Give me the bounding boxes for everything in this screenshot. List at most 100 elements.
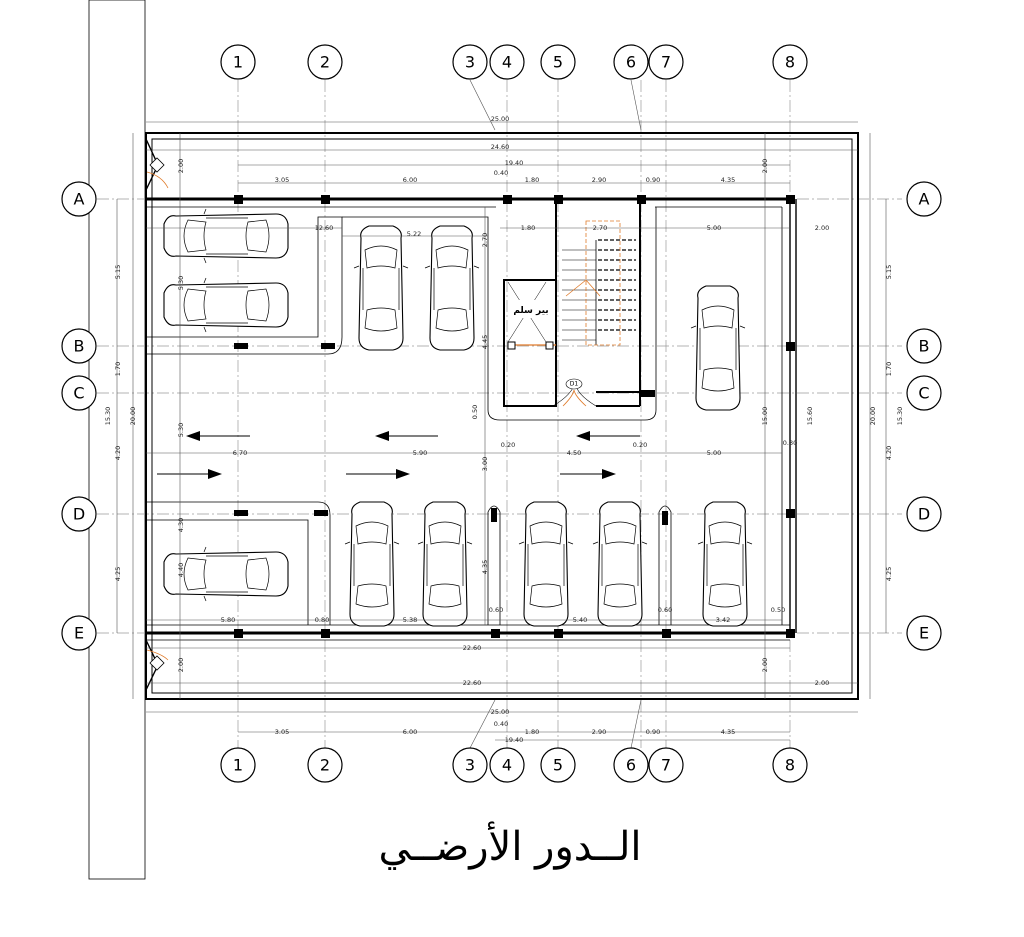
dim-top-gap: 0.40 bbox=[494, 169, 508, 177]
dim-right-overall: 20.00 bbox=[869, 407, 877, 426]
dim-top-seg6: 4.35 bbox=[721, 176, 735, 184]
grid-col-7-bottom: 7 bbox=[661, 756, 671, 775]
dim-bot-seg1: 3.05 bbox=[275, 728, 289, 736]
dim-lane-top-mid: 5.22 bbox=[407, 230, 421, 238]
dim-bottom-overall: 25.00 bbox=[491, 708, 510, 716]
dim-top-axes: 19.40 bbox=[505, 159, 524, 167]
grid-col-3-bottom: 3 bbox=[465, 756, 475, 775]
outer-walls bbox=[145, 132, 859, 700]
grid-col-8-top: 8 bbox=[785, 53, 795, 72]
dim-aisle-gap2: 0.20 bbox=[633, 441, 647, 449]
door-tag-d1: D1 bbox=[570, 381, 579, 388]
dim-bottom-lane8: 0.50 bbox=[771, 606, 785, 614]
dim-lane-top-edge: 2.00 bbox=[815, 224, 829, 232]
grid-row-B-left: B bbox=[74, 337, 85, 356]
dim-top-seg5: 0.90 bbox=[646, 176, 660, 184]
ramp-markers bbox=[146, 157, 169, 671]
grid-col-4-top: 4 bbox=[502, 53, 512, 72]
dim-inner-v13: 2.00 bbox=[761, 658, 769, 672]
parking-bay-walls bbox=[146, 207, 672, 625]
dim-inner-v3: 4.40 bbox=[177, 563, 185, 577]
dim-left-s3: 4.20 bbox=[114, 446, 122, 460]
dim-left-inner: 15.30 bbox=[104, 407, 112, 426]
dim-aisle-2: 5.90 bbox=[413, 449, 427, 457]
traffic-arrows bbox=[157, 431, 640, 479]
grid-row-C-left: C bbox=[73, 384, 84, 403]
dim-bottom-lane4: 0.60 bbox=[489, 606, 503, 614]
dim-aisle-gap3: 0.30 bbox=[783, 439, 797, 447]
vertical-dimension-labels: 20.00 15.30 5.15 1.70 4.20 4.25 20.00 15… bbox=[104, 159, 904, 672]
grid-col-5-top: 5 bbox=[553, 53, 563, 72]
stair-core: بير سلم D1 bbox=[503, 203, 641, 407]
dim-bottom-lane2: 0.80 bbox=[315, 616, 329, 624]
dim-left-s4: 4.25 bbox=[114, 567, 122, 581]
dim-right-s1: 5.15 bbox=[885, 265, 893, 279]
dim-bottom-lane3: 5.38 bbox=[403, 616, 417, 624]
grid-bubbles-right: A B C D E bbox=[906, 181, 942, 651]
dim-inner-v8: 3.00 bbox=[481, 457, 489, 471]
grid-row-D-right: D bbox=[918, 505, 930, 524]
dim-lane-top-stair2: 2.70 bbox=[593, 224, 607, 232]
grid-row-A-left: A bbox=[74, 190, 85, 209]
dim-top-seg4: 2.90 bbox=[592, 176, 606, 184]
grid-col-6-bottom: 6 bbox=[626, 756, 636, 775]
grid-row-D-left: D bbox=[73, 505, 85, 524]
dim-top-inner: 24.60 bbox=[491, 143, 510, 151]
dim-bot-seg3: 1.80 bbox=[525, 728, 539, 736]
dim-bottom-inner2: 22.60 bbox=[463, 679, 482, 687]
dim-top-seg2: 6.00 bbox=[403, 176, 417, 184]
dim-aisle-4: 5.00 bbox=[707, 449, 721, 457]
grid-col-1-bottom: 1 bbox=[233, 756, 243, 775]
dim-inner-v12: 2.00 bbox=[761, 159, 769, 173]
dim-right-inner: 15.30 bbox=[896, 407, 904, 426]
dim-lane-top-right: 5.00 bbox=[707, 224, 721, 232]
dim-inner-v10: 15.00 bbox=[761, 407, 769, 426]
dim-aisle-3: 4.50 bbox=[567, 449, 581, 457]
dim-top-overall: 25.00 bbox=[491, 115, 510, 123]
dim-inner-v6: 4.45 bbox=[481, 335, 489, 349]
dim-aisle-1: 6.70 bbox=[233, 449, 247, 457]
grid-col-3-top: 3 bbox=[465, 53, 475, 72]
dim-bot-seg2: 6.00 bbox=[403, 728, 417, 736]
dim-inner-v11: 15.60 bbox=[806, 407, 814, 426]
dim-bot-seg4: 2.90 bbox=[592, 728, 606, 736]
grid-col-5-bottom: 5 bbox=[553, 756, 563, 775]
grid-col-7-top: 7 bbox=[661, 53, 671, 72]
dimension-labels: 25.00 24.60 19.40 0.40 3.05 6.00 1.80 2.… bbox=[221, 115, 829, 744]
structural-columns bbox=[234, 195, 795, 638]
grid-row-B-right: B bbox=[919, 337, 930, 356]
dim-lane-top-left: 12.60 bbox=[315, 224, 334, 232]
grid-row-A-right: A bbox=[919, 190, 930, 209]
dim-inner-v7: 0.50 bbox=[471, 405, 479, 419]
dim-inner-v15: 4.30 bbox=[177, 518, 185, 532]
grid-col-2-top: 2 bbox=[320, 53, 330, 72]
dim-aisle-gap1: 0.20 bbox=[501, 441, 515, 449]
parked-cars bbox=[163, 208, 753, 627]
grid-col-1-top: 1 bbox=[233, 53, 243, 72]
dim-bot-seg5: 0.90 bbox=[646, 728, 660, 736]
dim-right-s2: 1.70 bbox=[885, 362, 893, 376]
grid-col-8-bottom: 8 bbox=[785, 756, 795, 775]
dim-left-s1: 5.15 bbox=[114, 265, 122, 279]
grid-col-6-top: 6 bbox=[626, 53, 636, 72]
dim-bottom-gap: 0.40 bbox=[494, 720, 508, 728]
dim-bottom-inner: 22.60 bbox=[463, 644, 482, 652]
grid-row-C-right: C bbox=[918, 384, 929, 403]
grid-col-2-bottom: 2 bbox=[320, 756, 330, 775]
dim-bottom-lane5: 5.40 bbox=[573, 616, 587, 624]
dim-left-s2: 1.70 bbox=[114, 362, 122, 376]
dim-inner-v4: 2.00 bbox=[177, 658, 185, 672]
drawing-title: الــدور الأرضــي bbox=[378, 821, 641, 870]
dim-inner-v2: 5.30 bbox=[177, 423, 185, 437]
dim-left-overall: 20.00 bbox=[129, 407, 137, 426]
dim-bottom-lane7: 3.42 bbox=[716, 616, 730, 624]
grid-row-E-right: E bbox=[919, 624, 929, 643]
dim-inner-v9: 4.35 bbox=[481, 560, 489, 574]
dim-bottom-lane1: 5.80 bbox=[221, 616, 235, 624]
dim-bottom-axes: 19.40 bbox=[505, 736, 524, 744]
dim-lane-top-stair: 1.80 bbox=[521, 224, 535, 232]
dim-inner-v5: 2.70 bbox=[481, 233, 489, 247]
grid-bubbles-bottom: 1 2 3 4 5 6 7 8 bbox=[220, 747, 808, 783]
grid-col-4-bottom: 4 bbox=[502, 756, 512, 775]
dimension-lines bbox=[116, 121, 887, 741]
